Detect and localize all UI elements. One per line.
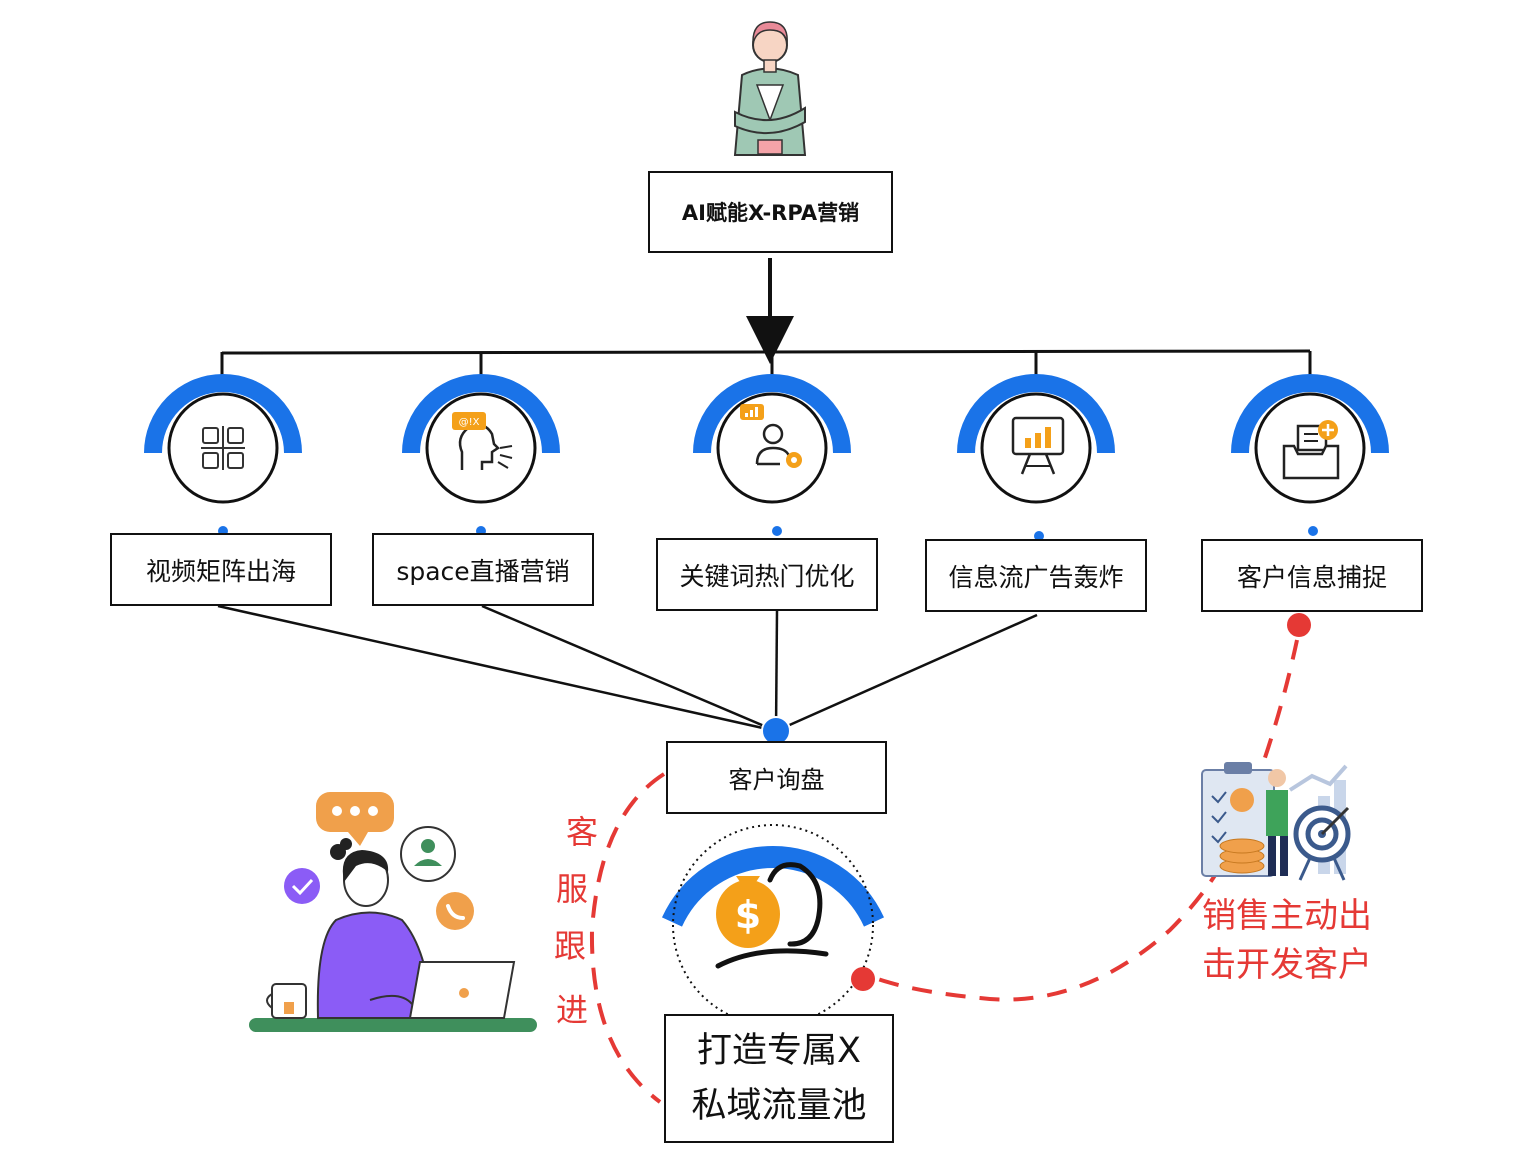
channel-box-2: space直播营销 <box>372 533 594 606</box>
pool-node-box: 打造专属X 私域流量池 <box>664 1014 894 1143</box>
channel-node-5 <box>1231 374 1389 538</box>
service-followup-char-1: 客 <box>566 813 599 851</box>
service-followup-char-3: 跟 <box>554 927 587 965</box>
channel-box-3: 关键词热门优化 <box>656 538 878 611</box>
pool-label-line1: 打造专属X <box>697 1031 861 1072</box>
sales-target-illustration <box>1201 762 1351 881</box>
channel-label: space直播营销 <box>396 556 570 586</box>
sales-outreach-label: 销售主动出 击开发客户 <box>1202 892 1372 991</box>
speaking-head-icon: @!X <box>452 412 513 470</box>
channel-label: 关键词热门优化 <box>679 561 855 591</box>
channel-label: 视频矩阵出海 <box>145 556 296 586</box>
service-followup-char-4: 进 <box>556 991 589 1029</box>
converge-line-3 <box>774 610 779 732</box>
channel-label: 客户信息捕捉 <box>1236 562 1387 592</box>
svg-text:$: $ <box>735 893 761 937</box>
channel-node-2: @!X <box>402 374 560 538</box>
grid-arrows-icon <box>201 426 245 470</box>
root-label: AI赋能X-RPA营销 <box>681 201 860 225</box>
pool-red-dot <box>851 967 875 991</box>
channel-box-5: 客户信息捕捉 <box>1201 539 1423 612</box>
customer-service-illustration <box>249 792 537 1032</box>
inquiry-label: 客户询盘 <box>728 766 825 794</box>
pool-label-line2: 私域流量池 <box>691 1085 867 1126</box>
sales-label-line1: 销售主动出 <box>1202 896 1372 936</box>
bus-line <box>221 349 1311 355</box>
user-gear-icon <box>740 404 802 468</box>
inquiry-node: 客户询盘 <box>666 741 887 814</box>
capture-red-dot <box>1287 613 1311 637</box>
inbox-tray-icon <box>1282 420 1340 480</box>
channel-box-4: 信息流广告轰炸 <box>925 539 1147 612</box>
converge-line-2 <box>481 604 777 733</box>
root-node: AI赋能X-RPA营销 <box>648 171 893 253</box>
converge-line-1 <box>217 604 777 733</box>
presentation-chart-icon <box>1011 416 1065 475</box>
service-followup-arc <box>589 772 666 1104</box>
channel-node-1 <box>144 374 302 538</box>
channel-box-1: 视频矩阵出海 <box>110 533 332 606</box>
sales-outreach-path <box>874 639 1299 1002</box>
pool-node: $ <box>661 824 885 1026</box>
svg-text:@!X: @!X <box>459 417 480 428</box>
channel-label: 信息流广告轰炸 <box>948 562 1124 592</box>
converge-line-4 <box>775 613 1038 733</box>
channel-node-4 <box>957 374 1115 543</box>
channel-node-3 <box>693 374 851 538</box>
money-bag-icon: $ <box>715 862 829 969</box>
service-followup-char-2: 服 <box>556 870 589 908</box>
businesswoman-figure <box>733 21 807 156</box>
sales-label-line2: 击开发客户 <box>1202 945 1372 986</box>
